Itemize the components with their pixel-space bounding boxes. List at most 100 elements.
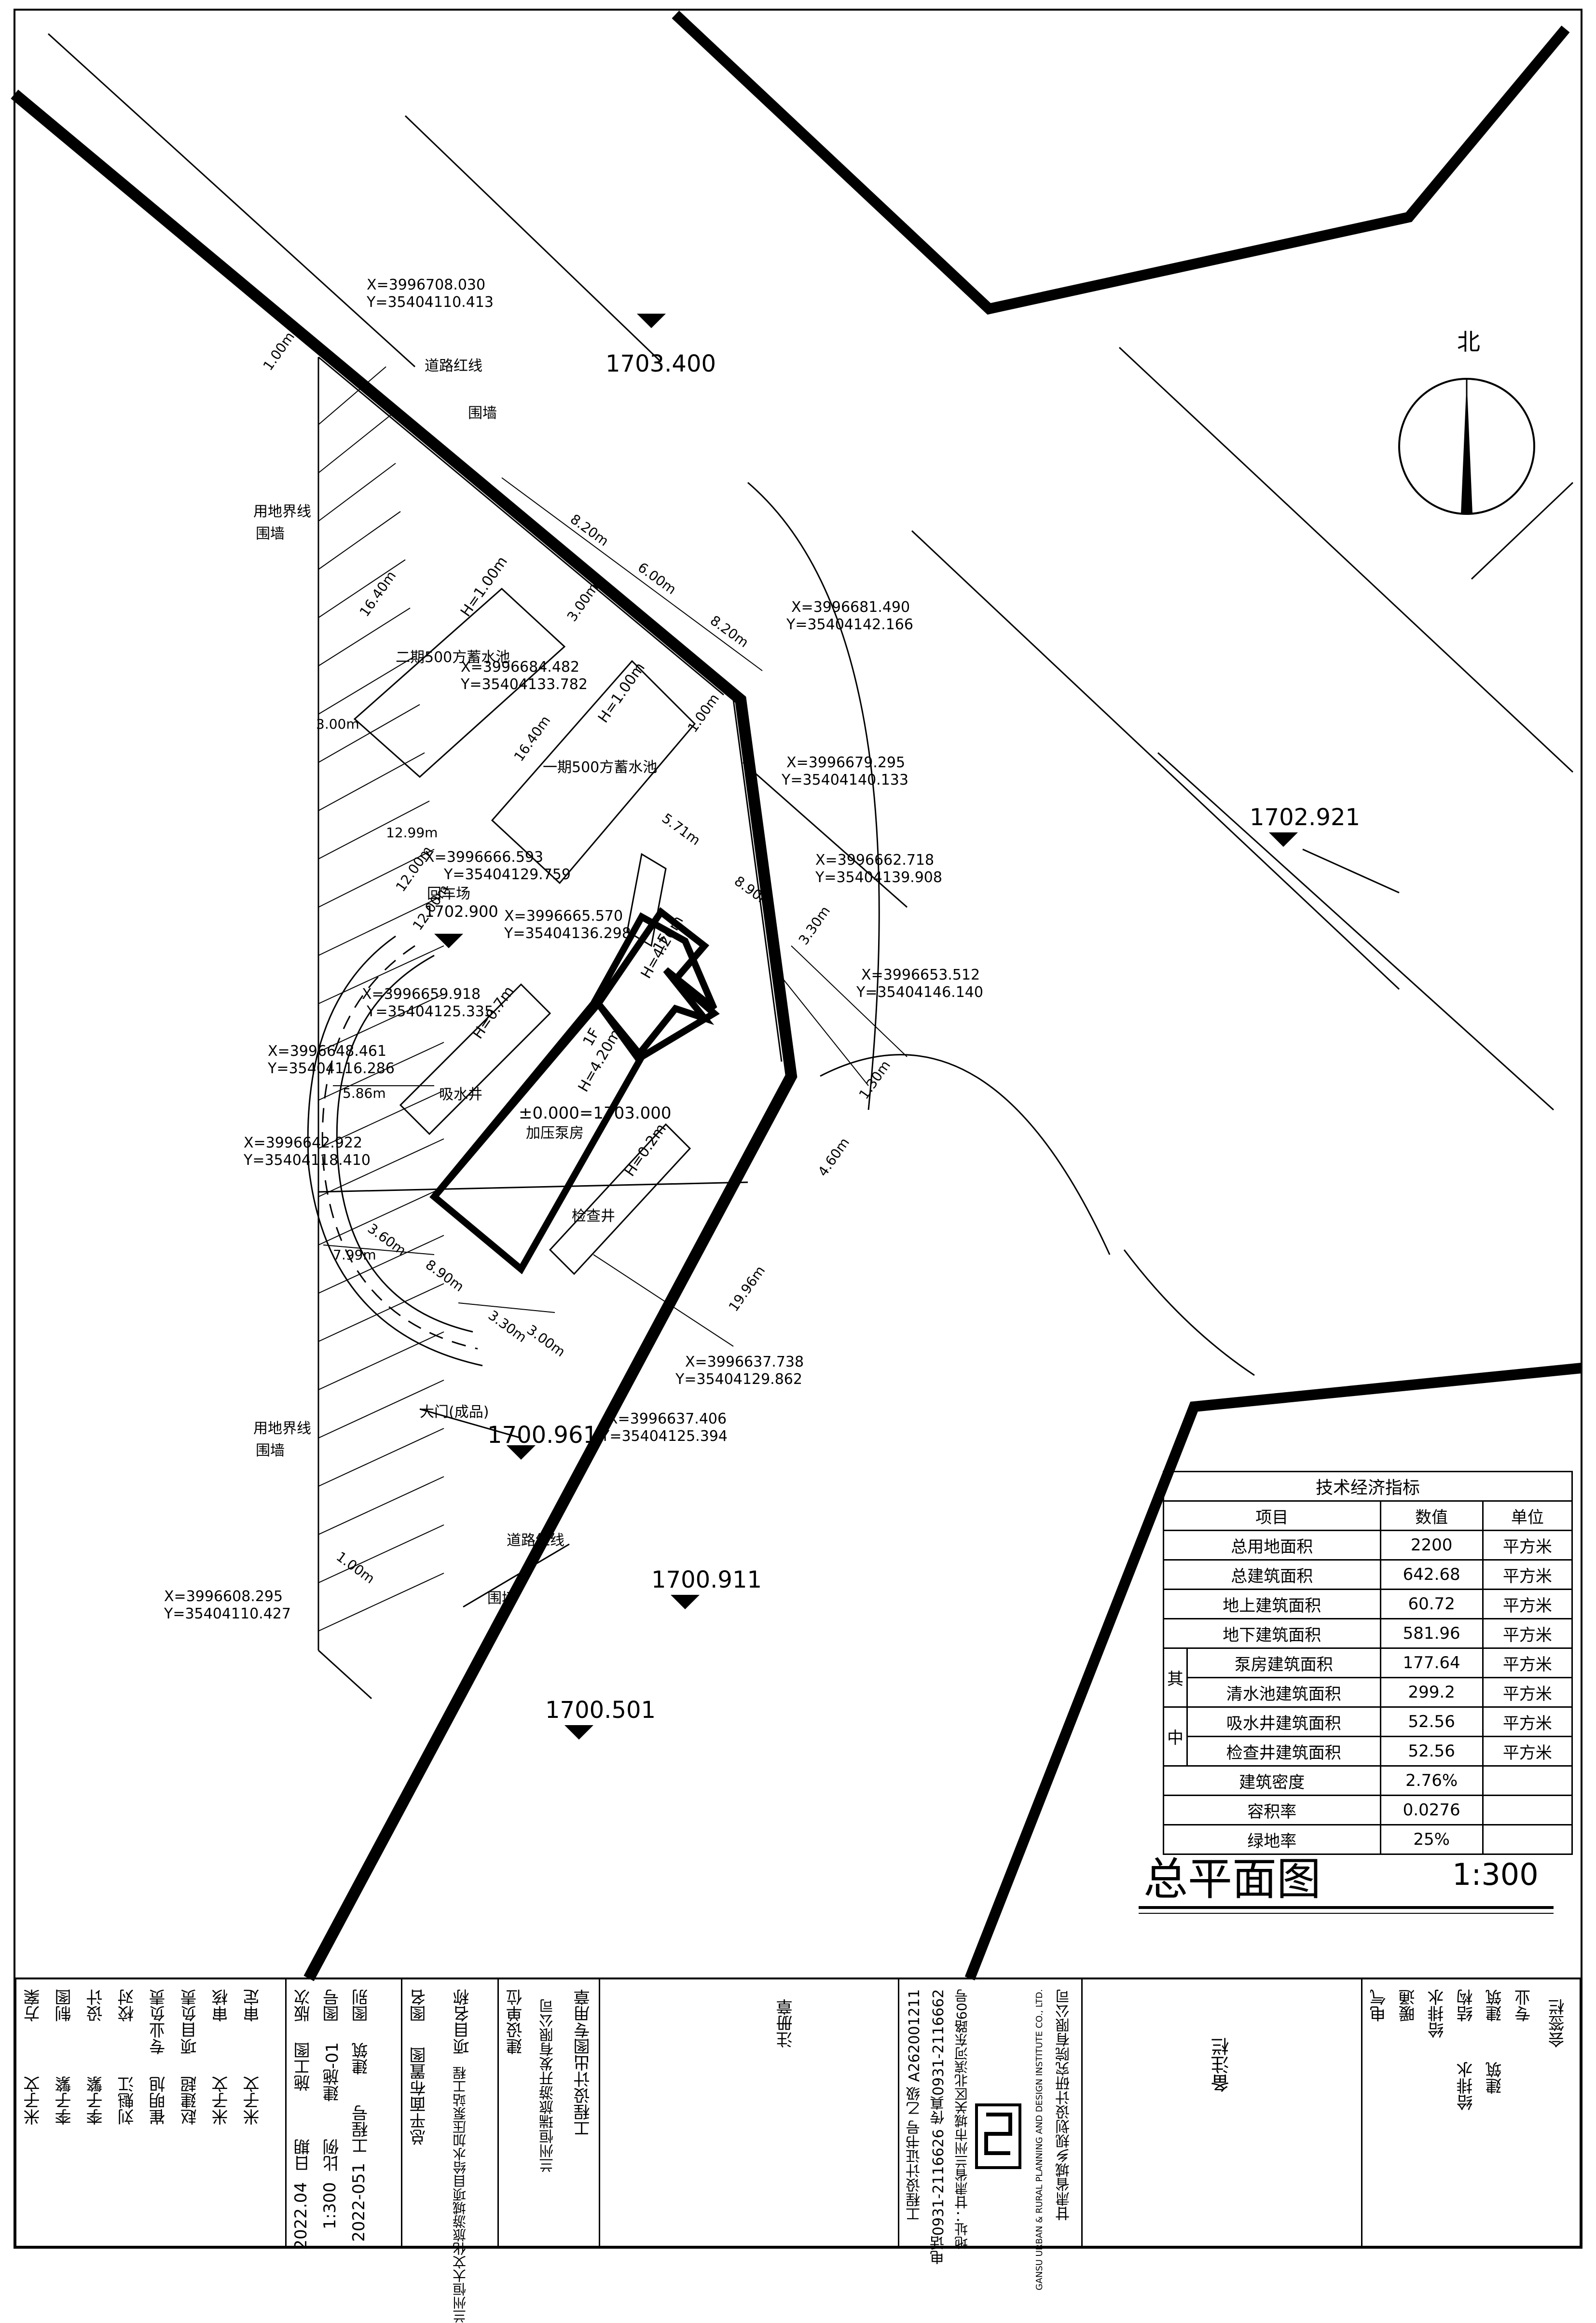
hatch-line (318, 415, 391, 473)
elev-2: 1702.921 (1250, 804, 1360, 831)
hatch-line (318, 559, 406, 618)
label-zero-elev: ±0.000=1703.000 (519, 1104, 672, 1123)
dim-20: 8.90m (423, 1257, 467, 1295)
hatch-line (318, 1138, 444, 1197)
company-section: 工程设计证书号 乙级 A262001211 电话0931-2116626 传真0… (899, 1979, 1083, 2290)
coord-10-y: Y=35404116.286 (267, 1060, 395, 1077)
label-wall-4: 围墙 (256, 1442, 285, 1459)
hatch-line (318, 849, 435, 908)
label-pump-room: 加压泵房 (526, 1125, 584, 1142)
north-arrow (1398, 378, 1535, 515)
north-label: 北 (1457, 329, 1480, 356)
dim-16: 19.96m (726, 1263, 769, 1314)
road-guide-lines (47, 33, 1574, 1608)
coord-5-y: Y=35404129.759 (443, 866, 571, 883)
dim-13: 3.30m (796, 903, 833, 948)
drawing-scale: 1:300 (1452, 1857, 1539, 1892)
dim-7: 3.00m (316, 716, 359, 732)
dim-23: 1.00m (260, 329, 298, 373)
pump-room (429, 907, 720, 1274)
coord-4-x: X=3996679.295 (786, 754, 905, 771)
label-land-line-2: 用地界线 (253, 1420, 311, 1437)
label-pool-2: 二期500方蓄水池 (396, 649, 510, 666)
hatch-line (318, 801, 430, 859)
hatch-line (318, 1235, 444, 1294)
hatch-line (318, 1573, 444, 1632)
road-edge-ne (672, 10, 1570, 315)
label-road-red-line-2: 道路红线 (507, 1532, 564, 1549)
coord-7-y: Y=35404136.298 (504, 925, 631, 942)
site-plan-svg: 北 1703.400 1702.921 1700.961 1700.911 17… (11, 9, 1582, 2249)
coord-14-x: X=3996608.295 (164, 1588, 283, 1605)
title-underline-thin (1139, 1913, 1554, 1914)
inspection-well (549, 1123, 691, 1275)
dim-17: 5.86m (343, 1085, 386, 1101)
elev-1: 1703.400 (605, 350, 716, 377)
coord-7-x: X=3996665.570 (504, 908, 623, 925)
coord-3-y: Y=35404133.782 (460, 676, 588, 693)
coord-1-y: Y=35404110.413 (366, 294, 494, 311)
elevation-markers (434, 314, 1298, 1740)
hatch-line (318, 608, 411, 666)
turnaround-road (307, 935, 483, 1367)
label-wall-3: 围墙 (487, 1590, 516, 1607)
hatch-line (318, 1476, 444, 1535)
hatch-line (318, 366, 386, 425)
hatch-line (318, 704, 420, 763)
pool-phase-2 (353, 587, 566, 778)
coordinate-labels: X=3996708.030 Y=35404110.413 X=3996681.4… (164, 277, 983, 1622)
tech-table-caption: 技术经济指标 (1163, 1471, 1573, 1502)
elev-6: 1702.900 (425, 902, 498, 921)
suction-well (399, 983, 551, 1135)
hatch-line (318, 1283, 444, 1342)
pool-phase-1 (491, 660, 696, 885)
title-underline (1139, 1906, 1554, 1909)
label-wall: 围墙 (468, 405, 497, 422)
client-section: 建设单位 兰州恒瑞旅游开发有限公司 工程设计出图专用章 (499, 1979, 600, 2246)
header-unit: 单位 (1482, 1500, 1573, 1531)
label-road-red-line: 道路红线 (425, 358, 482, 374)
hatch-line (318, 656, 415, 715)
coord-9-y: Y=35404125.335 (366, 1003, 494, 1020)
dim-15: 4.60m (815, 1135, 853, 1179)
dimension-texts: 8.20m 6.00m 8.20m 16.40m 16.40m 3.00m 3.… (260, 329, 894, 1587)
dim-2: 6.00m (635, 559, 679, 597)
label-suction-well: 吸水井 (439, 1086, 482, 1103)
coord-6-y: Y=35404139.908 (815, 869, 942, 886)
dim-6: 3.00m (564, 580, 602, 624)
coord-12-x: X=3996637.738 (685, 1354, 804, 1370)
coord-2-y: Y=35404142.166 (786, 616, 913, 633)
hatch-line (318, 1428, 444, 1487)
dim-3: 8.20m (707, 612, 752, 650)
elev-5: 1700.501 (545, 1697, 656, 1724)
dim-22: 3.00m (524, 1322, 568, 1360)
header-value: 数值 (1379, 1500, 1484, 1531)
elevation-texts: 1703.400 1702.921 1700.961 1700.911 1700… (487, 350, 1360, 1724)
hatch-line (318, 1380, 444, 1438)
coord-13-y: Y=35404125.394 (600, 1428, 728, 1445)
label-inspection-well: 检查井 (572, 1208, 615, 1225)
title-block: 方案 制图 设计 校对 专业负责 项目负责 审核 审定 米子文 李子繁 李子繁 … (14, 1977, 1582, 2323)
registration-section: 注册章 (600, 1979, 899, 2246)
coord-12-y: Y=35404129.862 (675, 1371, 802, 1388)
site-plan-drawing: 北 1703.400 1702.921 1700.961 1700.911 17… (11, 9, 1582, 2249)
elev-3: 1700.961 (487, 1422, 598, 1449)
dim-4: 16.40m (357, 568, 399, 620)
coord-5-x: X=3996666.593 (425, 849, 543, 866)
site-boundary (317, 356, 783, 1700)
label-gate: 大门(成品) (420, 1404, 489, 1421)
road-edge-se (964, 1363, 1582, 1981)
hatch-line (318, 1331, 444, 1390)
coord-8-y: Y=35404146.140 (856, 984, 983, 1001)
dim-8: 12.99m (386, 825, 438, 841)
coord-4-y: Y=35404140.133 (781, 772, 908, 788)
drawing-frame (14, 9, 1582, 2249)
countersign-section: 电气 暖通 给排水 结构 建筑 专业 给排水 建筑 会签栏 (1370, 1989, 1568, 2111)
